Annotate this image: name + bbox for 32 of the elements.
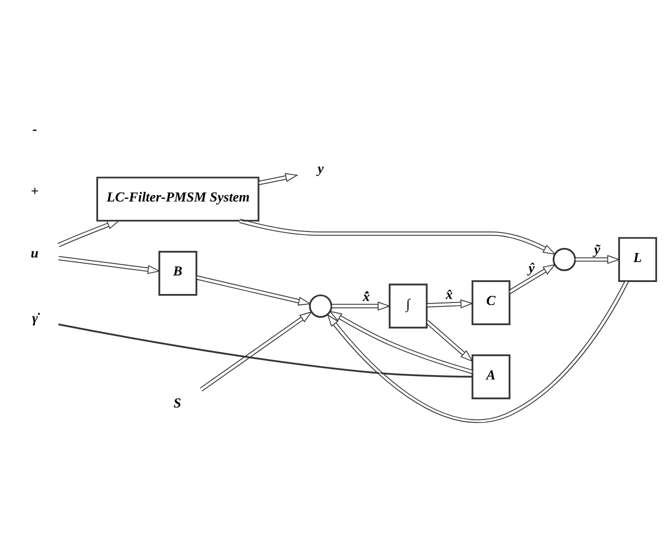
node-circle: [308, 294, 332, 318]
node-box: B: [158, 250, 198, 296]
edge-label: ỹ: [594, 242, 600, 257]
node-text: u: [30, 245, 38, 260]
arrow: [57, 220, 120, 247]
node-box: ∫: [388, 283, 428, 328]
arrow: [574, 254, 620, 264]
node-text: S: [174, 395, 182, 410]
node-box: LC-Filter-PMSM System: [96, 176, 260, 222]
arrow: [196, 274, 312, 306]
edge-label: x̂̇: [362, 288, 370, 304]
connector: [58, 323, 472, 378]
node-text: γ̇: [32, 310, 38, 325]
arrow: [258, 172, 298, 185]
arrow: [238, 218, 556, 254]
arrow: [200, 310, 312, 391]
node-box: L: [618, 236, 658, 282]
arrow: [328, 310, 474, 374]
node-box: C: [472, 280, 510, 325]
arrow: [426, 298, 474, 308]
label: +: [30, 183, 39, 198]
edge-label: x̂: [446, 286, 453, 302]
arrow: [425, 320, 474, 362]
arrow: [327, 280, 629, 422]
arrow: [508, 264, 556, 294]
edge-label: ŷ: [528, 260, 535, 275]
arrow: [331, 301, 391, 310]
arrow: [58, 255, 161, 274]
node-box: A: [472, 354, 510, 399]
node-text: y: [318, 160, 324, 176]
label: -: [32, 120, 38, 136]
node-circle: [552, 247, 576, 271]
